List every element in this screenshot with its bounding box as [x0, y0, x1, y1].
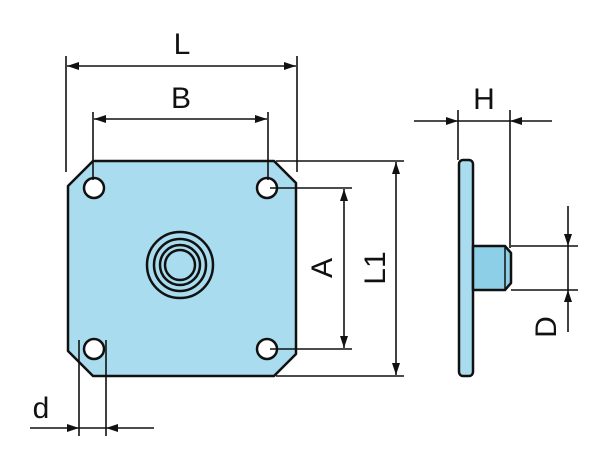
mounting-hole-bottom-left: [82, 337, 106, 361]
label-B: B: [171, 82, 191, 115]
dimension-labels: L B H d A L1 D: [33, 28, 563, 425]
side-view: [457, 158, 513, 378]
mounting-hole-top-left: [82, 176, 106, 200]
label-A: A: [306, 258, 339, 278]
central-boss: [145, 230, 215, 300]
label-L: L: [174, 28, 191, 61]
label-D: D: [530, 316, 563, 338]
label-d: d: [33, 392, 50, 425]
front-view: [66, 159, 298, 378]
label-H: H: [473, 83, 495, 116]
side-plate: [457, 158, 475, 378]
label-L1: L1: [359, 251, 392, 284]
dimension-lines: [30, 56, 578, 436]
